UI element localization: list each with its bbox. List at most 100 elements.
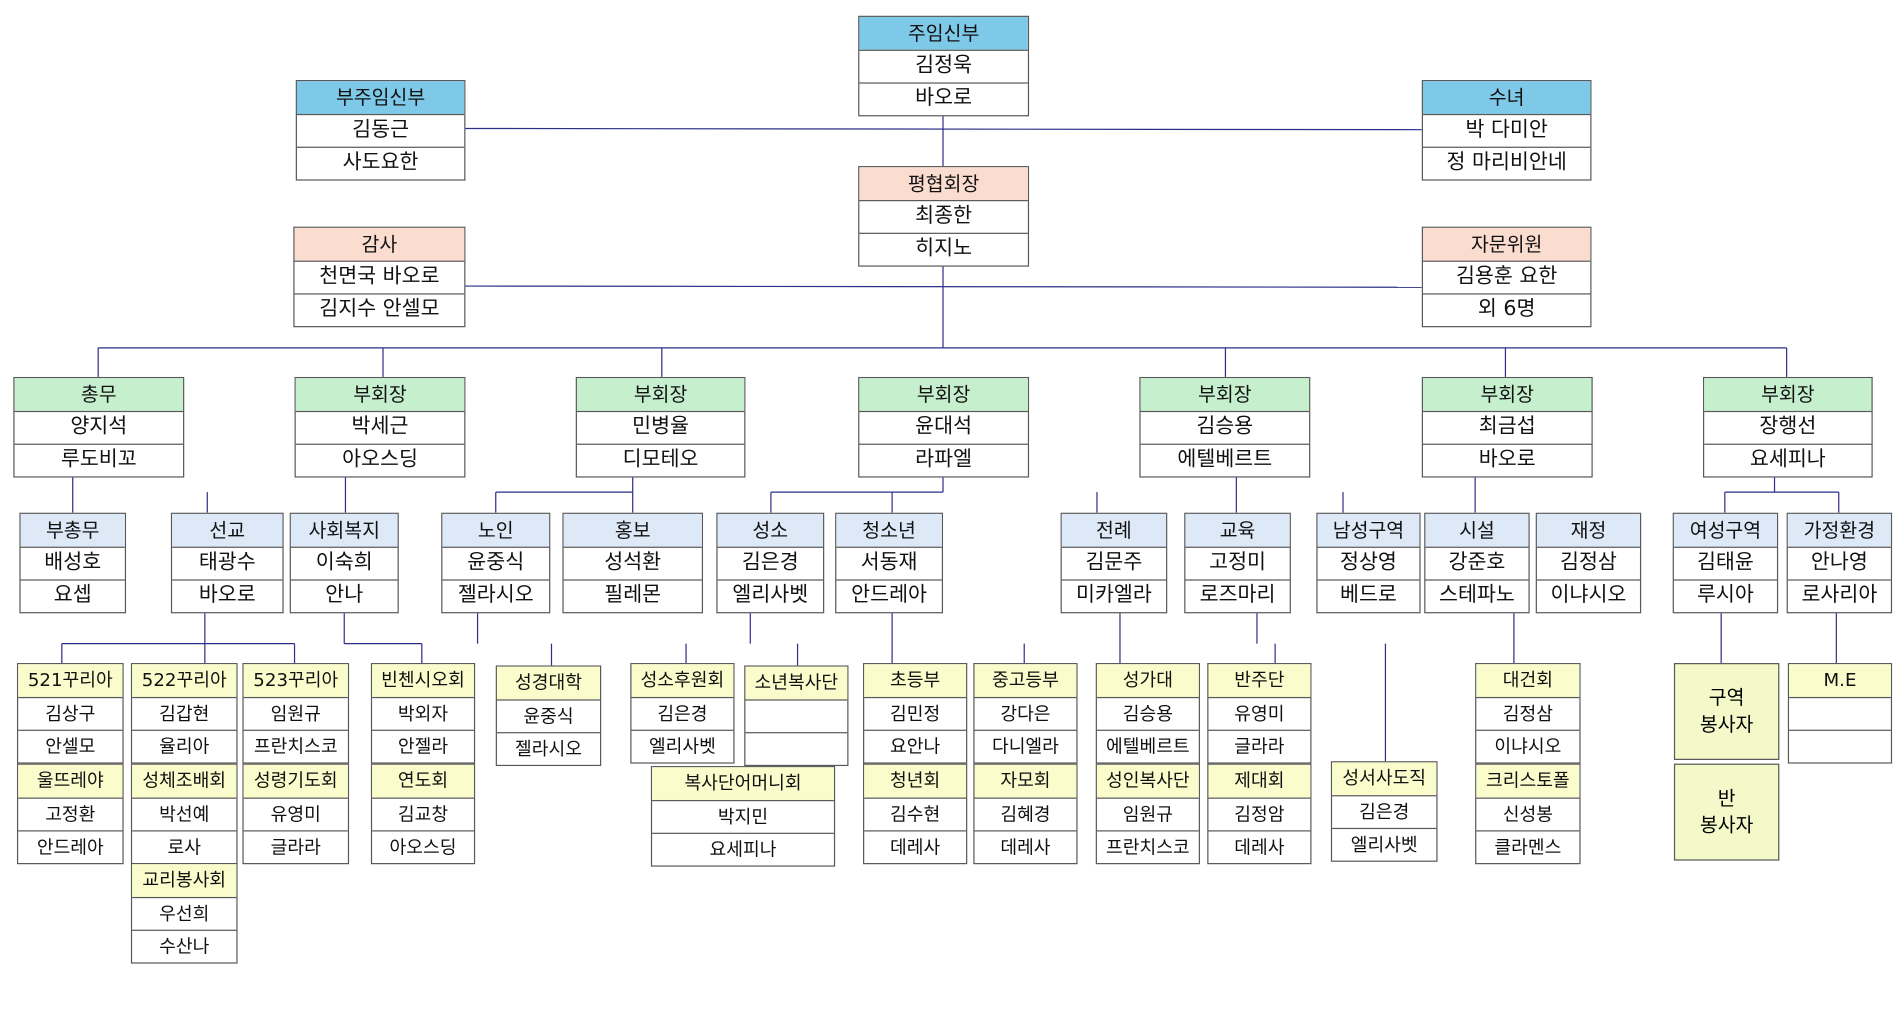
box-altar-boys-baptism	[745, 732, 848, 765]
box-mothers-name: 김혜경	[974, 797, 1077, 831]
box-advisor-title: 자문위원	[1423, 227, 1591, 261]
box-spirit-prayer-baptism: 글라라	[243, 830, 348, 863]
box-family-name: 안나영	[1787, 546, 1891, 580]
box-eucharist-name: 박선예	[132, 797, 237, 831]
box-auditor-title: 감사	[294, 227, 465, 261]
box-elderly-baptism: 젤라시오	[442, 579, 550, 612]
box-facilities-title: 시설	[1425, 513, 1529, 547]
box-men-district-title: 남성구역	[1317, 513, 1420, 547]
box-women-district-name: 김태윤	[1673, 546, 1777, 580]
box-education-title: 교육	[1185, 513, 1290, 547]
box-altar-boys-name	[745, 699, 848, 732]
box-ultreya-baptism: 안드레아	[18, 830, 123, 863]
box-altar-servers-mothers-baptism: 요세피나	[652, 832, 834, 866]
box-pr-name: 성석환	[563, 546, 702, 580]
box-accompaniment-baptism: 글라라	[1208, 729, 1311, 763]
box-assistant-pastor-baptism: 사도요한	[296, 146, 465, 180]
box-choir-name: 김승용	[1096, 696, 1199, 730]
box-vice-president-4-name: 김승용	[1140, 410, 1310, 444]
box-women-district-baptism: 루시아	[1673, 579, 1777, 612]
box-mothers-title: 자모회	[974, 764, 1077, 798]
box-altar-society-baptism: 데레사	[1208, 830, 1311, 863]
box-elderly-name: 윤중식	[442, 546, 550, 580]
box-daegeon-name: 김정삼	[1476, 696, 1580, 730]
box-altar-society-name: 김정암	[1208, 797, 1311, 831]
box-liturgy-baptism: 미카엘라	[1061, 579, 1167, 612]
box-vocation-support-name: 김은경	[631, 696, 734, 730]
box-elementary-baptism: 요안나	[864, 729, 967, 763]
box-vincent-baptism: 안젤라	[372, 729, 474, 763]
box-finance-baptism: 이냐시오	[1536, 579, 1640, 612]
box-bible-college-name: 윤중식	[496, 699, 600, 732]
box-spirit-prayer-title: 성령기도회	[243, 764, 348, 798]
box-vocation-support-baptism: 엘리사벳	[631, 729, 734, 763]
box-vice-president-5-name: 최금섭	[1423, 410, 1592, 444]
box-catechism-name: 우선희	[132, 896, 237, 930]
box-vocation-support-title: 성소후원회	[631, 664, 734, 697]
box-curia-522-title: 522꾸리아	[132, 664, 237, 697]
box-general-affairs-baptism: 루도비꼬	[14, 443, 184, 477]
box-vice-president-2-name: 민병율	[576, 410, 745, 444]
box-pastor-title: 주임신부	[859, 16, 1028, 50]
box-bible-college-baptism: 젤라시오	[496, 732, 600, 765]
box-nun-line2: 정 마리비안네	[1423, 146, 1591, 180]
box-advisor-line2: 외 6명	[1423, 293, 1591, 326]
box-assistant-pastor-name: 김동근	[296, 113, 465, 147]
box-young-adults-name: 김수현	[864, 797, 967, 831]
box-choir-baptism: 에텔베르트	[1096, 729, 1199, 763]
box-pastor-baptism: 바오로	[859, 82, 1028, 115]
box-altar-servers-mothers-title: 복사단어머니회	[652, 767, 834, 800]
box-pr-title: 홍보	[563, 513, 702, 547]
box-christopher-title: 크리스토폴	[1476, 764, 1580, 798]
box-assistant-pastor-title: 부주임신부	[296, 81, 465, 114]
box-secondary-title: 중고등부	[974, 664, 1077, 697]
box-ultreya-title: 울뜨레야	[18, 764, 123, 798]
box-general-affairs-title: 총무	[14, 378, 184, 411]
box-eucharist-baptism: 로사	[132, 830, 237, 863]
box-auditor-line1: 천면국 바오로	[294, 260, 465, 294]
box-young-adults-baptism: 데레사	[864, 830, 967, 863]
box-vice-president-1-name: 박세근	[295, 410, 465, 444]
box-pr-baptism: 필레몬	[563, 579, 702, 612]
box-nun-line1: 박 다미안	[1423, 113, 1591, 147]
box-vice-general-affairs-baptism: 요셉	[20, 579, 125, 612]
box-youth-title: 청소년	[836, 513, 942, 547]
box-altar-servers-mothers-name: 박지민	[652, 799, 834, 833]
box-adult-servers-title: 성인복사단	[1096, 764, 1199, 798]
box-me-name	[1789, 696, 1891, 730]
box-purgatory-title: 연도회	[372, 764, 474, 798]
box-curia-522-baptism: 율리아	[132, 729, 237, 763]
box-curia-522-name: 김갑현	[132, 696, 237, 730]
box-curia-523-baptism: 프란치스코	[243, 729, 348, 763]
box-ultreya-name: 고정환	[18, 797, 123, 831]
box-eucharist-title: 성체조배회	[132, 764, 237, 798]
box-finance-name: 김정삼	[1536, 546, 1640, 580]
box-curia-521-name: 김상구	[18, 696, 123, 730]
box-purgatory-baptism: 아오스딩	[372, 830, 474, 863]
